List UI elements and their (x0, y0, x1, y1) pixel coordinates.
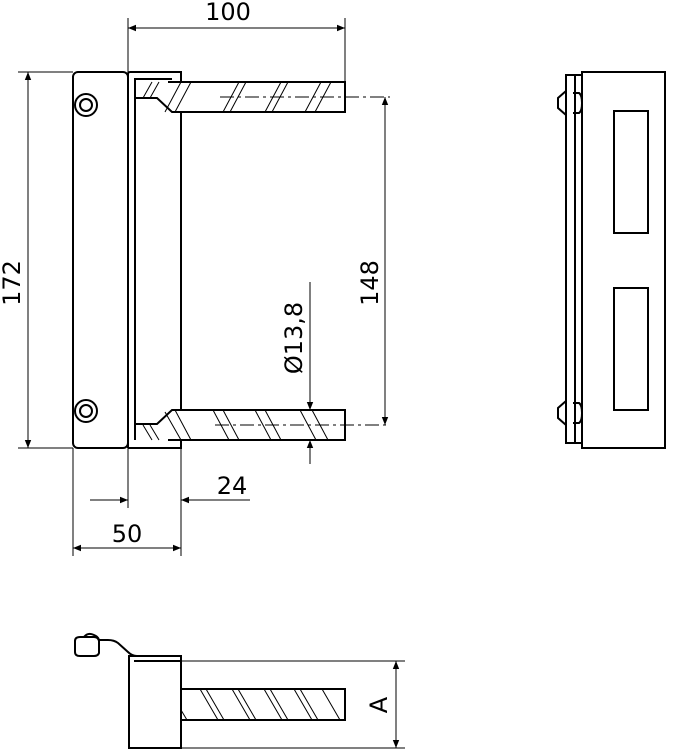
front-view (72, 71, 390, 449)
dim-label-100: 100 (205, 0, 251, 26)
dimension-172: 172 (0, 71, 73, 449)
dimension-148: 148 (356, 97, 389, 425)
dimension-24: 24 (72, 448, 250, 556)
rod-side (180, 688, 346, 721)
dim-label-24: 24 (217, 472, 248, 500)
dim-label-A: A (365, 696, 393, 713)
bolt-head-top-icon (557, 90, 584, 116)
dimension-50: 50 (73, 520, 181, 552)
dimension-100: 100 (127, 0, 346, 82)
top-view (74, 632, 346, 749)
side-view (557, 71, 666, 449)
slot-bottom (613, 287, 649, 411)
rod-top (135, 81, 346, 113)
bracket-outer (127, 71, 182, 448)
screw-top-icon (74, 93, 98, 117)
dimension-A: A (181, 660, 405, 749)
dim-label-148: 148 (356, 260, 384, 306)
mounting-plate (72, 71, 129, 449)
bolt-head-bottom-icon (557, 400, 584, 426)
dim-label-172: 172 (0, 260, 26, 306)
bracket-inner (134, 78, 172, 440)
slot-top (613, 110, 649, 234)
screw-bottom-icon (74, 399, 98, 423)
dimension-diameter: Ø13,8 (280, 282, 314, 464)
screw-head-icon (74, 632, 100, 657)
dim-label-50: 50 (112, 520, 143, 548)
dim-label-diameter: Ø13,8 (280, 302, 308, 374)
